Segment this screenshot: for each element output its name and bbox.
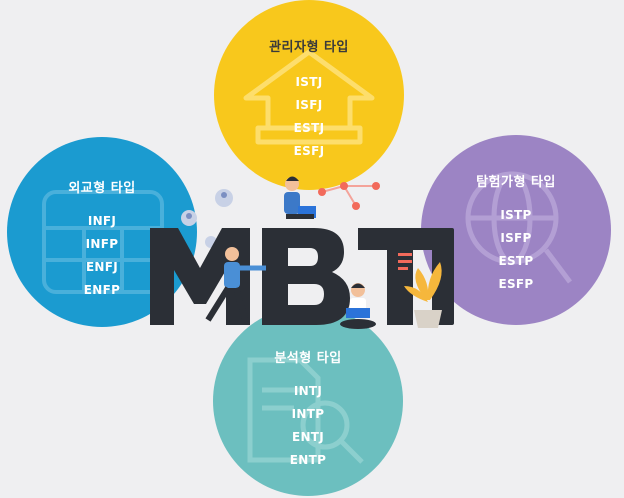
type-label: ESFJ: [293, 144, 325, 158]
type-label: ENFJ: [85, 260, 119, 274]
type-label: ESTJ: [293, 121, 325, 135]
stripe-accent: [398, 253, 412, 270]
person-pushing-icon: [205, 247, 266, 323]
group-guardian: 관리자형 타입 ISTJ ISFJ ESTJ ESFJ: [232, 36, 386, 163]
plant-icon: [404, 262, 442, 328]
type-label: INTP: [291, 407, 325, 421]
type-label: ESTP: [498, 254, 534, 268]
type-label: INFP: [85, 237, 119, 251]
connector-dots: [318, 182, 380, 210]
type-label: ISFJ: [295, 98, 323, 112]
group-diplomat: 외교형 타입 INFJ INFP ENFJ ENFP: [25, 177, 179, 302]
group-title: 탐험가형 타입: [476, 175, 556, 190]
mbti-logo: [150, 228, 454, 325]
person-with-laptop-icon: [284, 176, 316, 219]
document-magnifier-icon: [247, 357, 364, 464]
circle-guardian: [214, 0, 404, 190]
type-label: INFJ: [87, 214, 117, 228]
type-label: ISFP: [500, 231, 532, 245]
person-meditating-icon: [340, 283, 376, 329]
globe-search-icon: [465, 171, 572, 284]
group-title: 관리자형 타입: [269, 40, 349, 55]
logo-letter-m: [150, 228, 250, 325]
type-label: INTJ: [293, 384, 323, 398]
group-title: 외교형 타입: [68, 181, 136, 196]
type-label: ENTJ: [291, 430, 325, 444]
group-title: 분석형 타입: [274, 351, 342, 366]
type-label: ESFP: [498, 277, 534, 291]
circle-analyst: [213, 306, 403, 496]
type-label: ISTP: [500, 208, 532, 222]
group-explorer: 탐험가형 타입 ISTP ISFP ESTP ESFP: [439, 171, 593, 296]
type-label: ENFP: [83, 283, 121, 297]
logo-letter-t: [358, 228, 442, 325]
logo-letter-b: [262, 228, 350, 325]
type-label: ENTP: [289, 453, 327, 467]
logo-letter-i: [432, 228, 454, 325]
group-analyst: 분석형 타입 INTJ INTP ENTJ ENTP: [231, 347, 385, 472]
arrow-up-icon: [243, 49, 375, 145]
type-label: ISTJ: [295, 75, 323, 89]
